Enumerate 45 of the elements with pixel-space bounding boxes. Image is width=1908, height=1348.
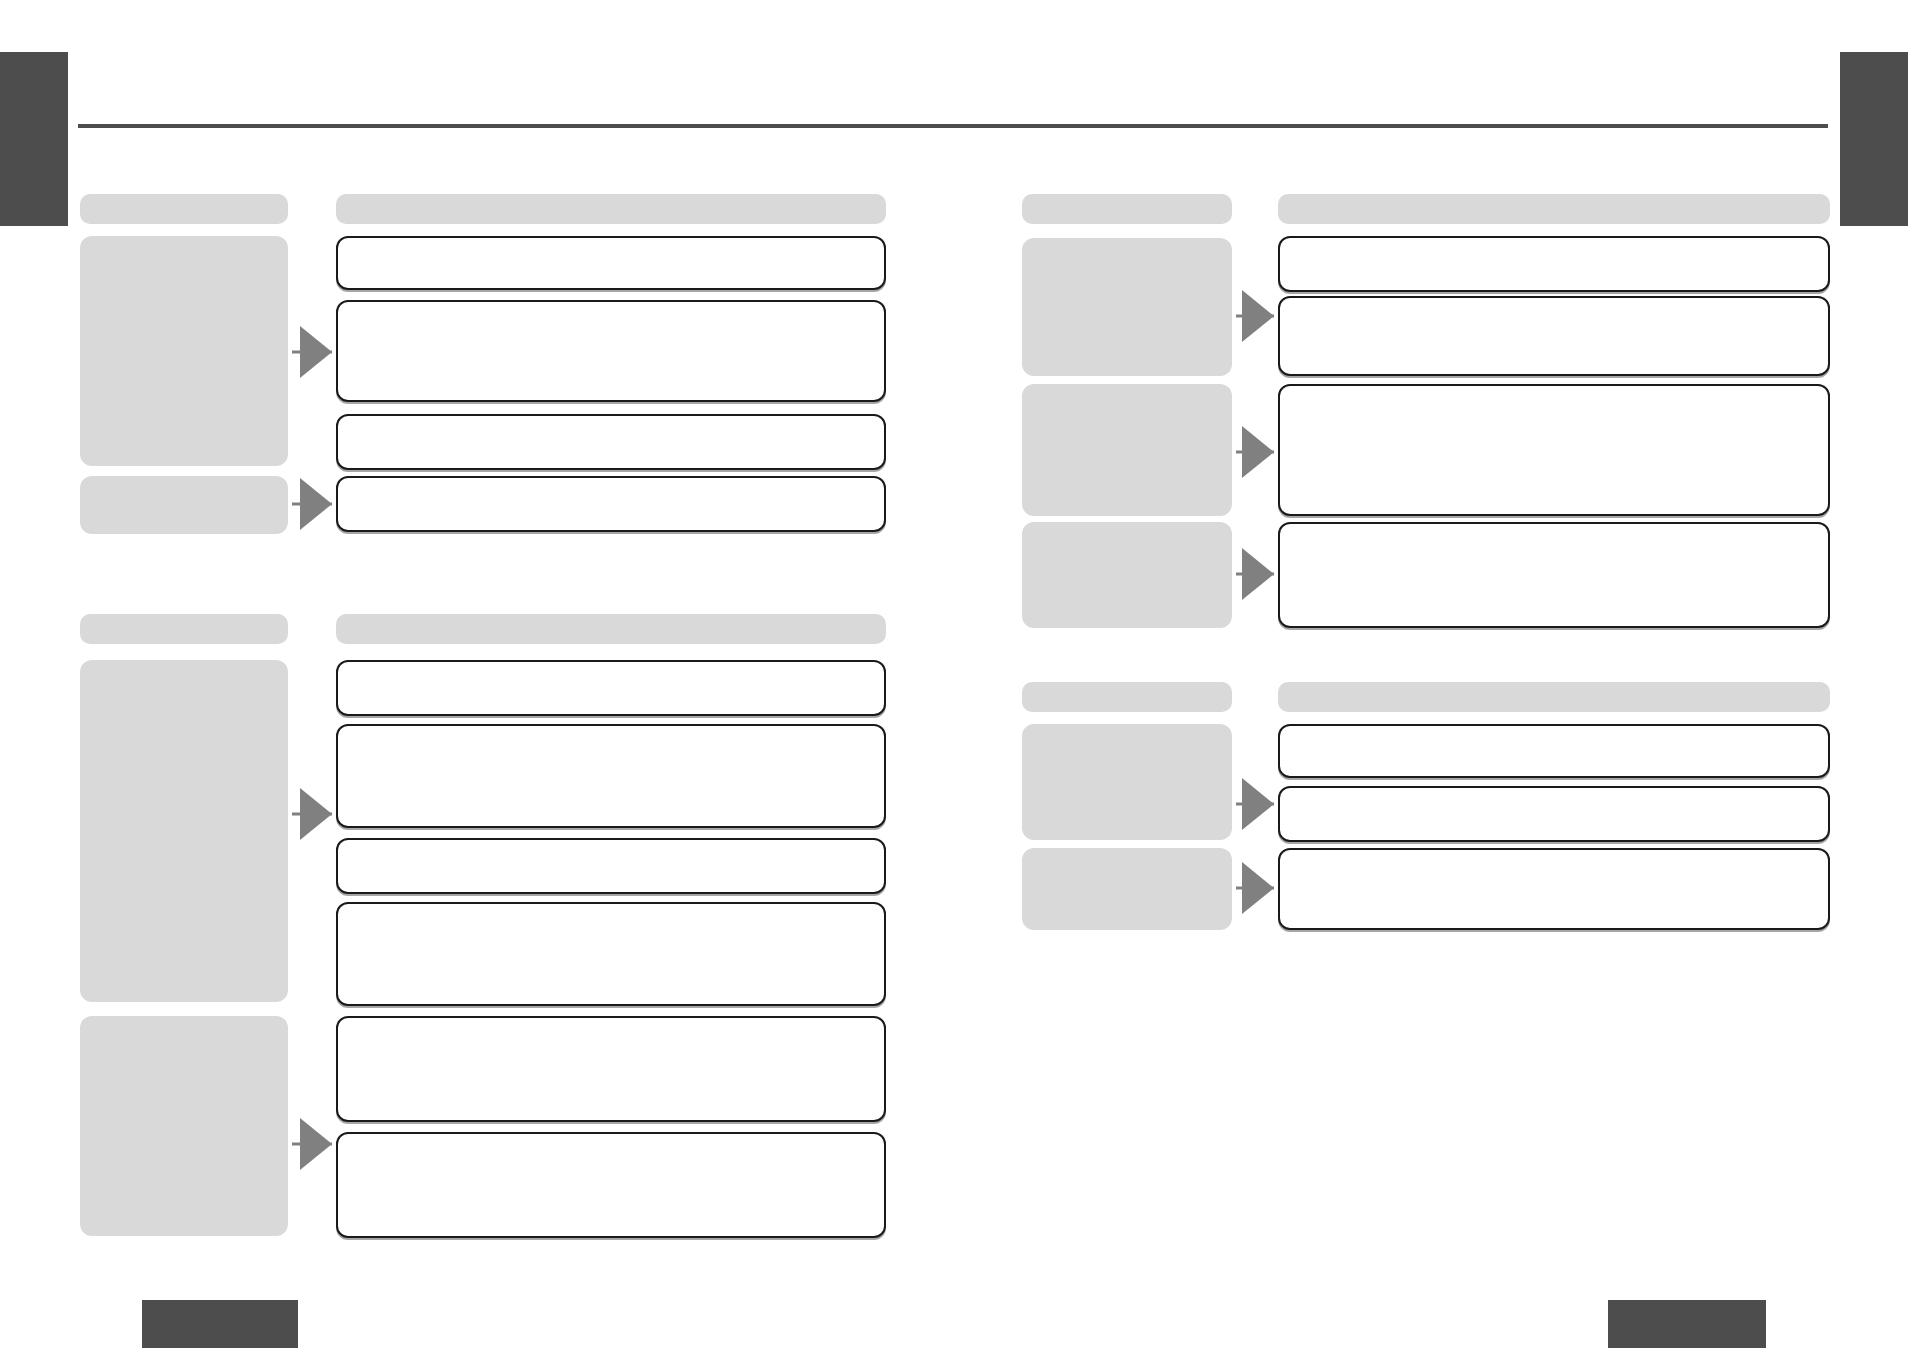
shaded-panel: [80, 1016, 288, 1236]
column-header-bar: [336, 194, 886, 224]
arrow: [292, 326, 332, 378]
arrow: [1236, 290, 1274, 342]
outlined-box: [336, 236, 886, 290]
shaded-panel: [1022, 384, 1232, 516]
shaded-panel: [1022, 848, 1232, 930]
shaded-panel: [1022, 522, 1232, 628]
section-tab: [0, 52, 68, 226]
arrow: [1236, 862, 1274, 914]
column-header-bar: [1278, 194, 1830, 224]
outlined-box: [336, 660, 886, 716]
outlined-box: [1278, 848, 1830, 930]
arrow: [1236, 778, 1274, 830]
arrow: [292, 1118, 332, 1170]
arrow: [1236, 426, 1274, 478]
outlined-box: [1278, 296, 1830, 376]
arrow: [292, 478, 332, 530]
arrow: [292, 788, 332, 840]
column-header-bar: [1022, 194, 1232, 224]
column-header-bar: [80, 614, 288, 644]
shaded-panel: [1022, 724, 1232, 840]
outlined-box: [336, 1016, 886, 1122]
outlined-box: [1278, 522, 1830, 628]
arrow: [1236, 548, 1274, 600]
outlined-box: [1278, 384, 1830, 516]
outlined-box: [1278, 724, 1830, 778]
outlined-box: [336, 724, 886, 828]
section-tab: [1840, 52, 1908, 226]
shaded-panel: [80, 476, 288, 534]
outlined-box: [336, 300, 886, 402]
column-header-bar: [80, 194, 288, 224]
outlined-box: [336, 838, 886, 894]
outlined-box: [336, 414, 886, 470]
column-header-bar: [1278, 682, 1830, 712]
shaded-panel: [80, 660, 288, 1002]
shaded-panel: [1022, 238, 1232, 376]
outlined-box: [336, 1132, 886, 1238]
outlined-box: [1278, 786, 1830, 842]
outlined-box: [336, 476, 886, 532]
outlined-box: [1278, 236, 1830, 292]
outlined-box: [336, 902, 886, 1006]
column-header-bar: [1022, 682, 1232, 712]
column-header-bar: [336, 614, 886, 644]
shaded-panel: [80, 236, 288, 466]
